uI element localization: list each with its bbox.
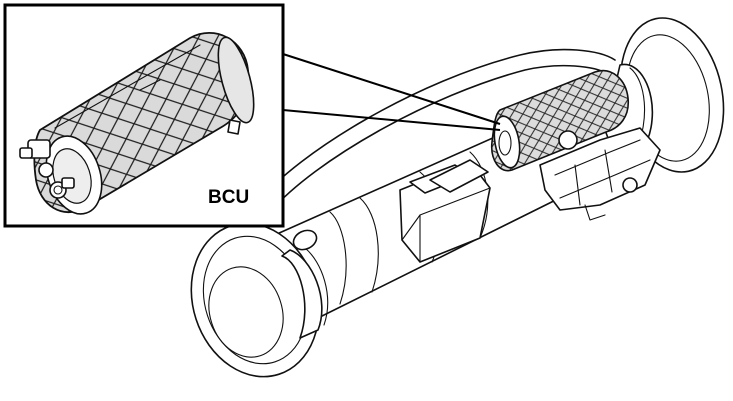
bcu-label: BCU [208,187,249,208]
bcu-on-launcher [490,69,630,172]
bcu-enlarged [19,32,255,215]
callout-leader-lines [282,53,501,131]
front-end-cap [190,222,329,378]
trigger-mechanism [539,127,661,221]
